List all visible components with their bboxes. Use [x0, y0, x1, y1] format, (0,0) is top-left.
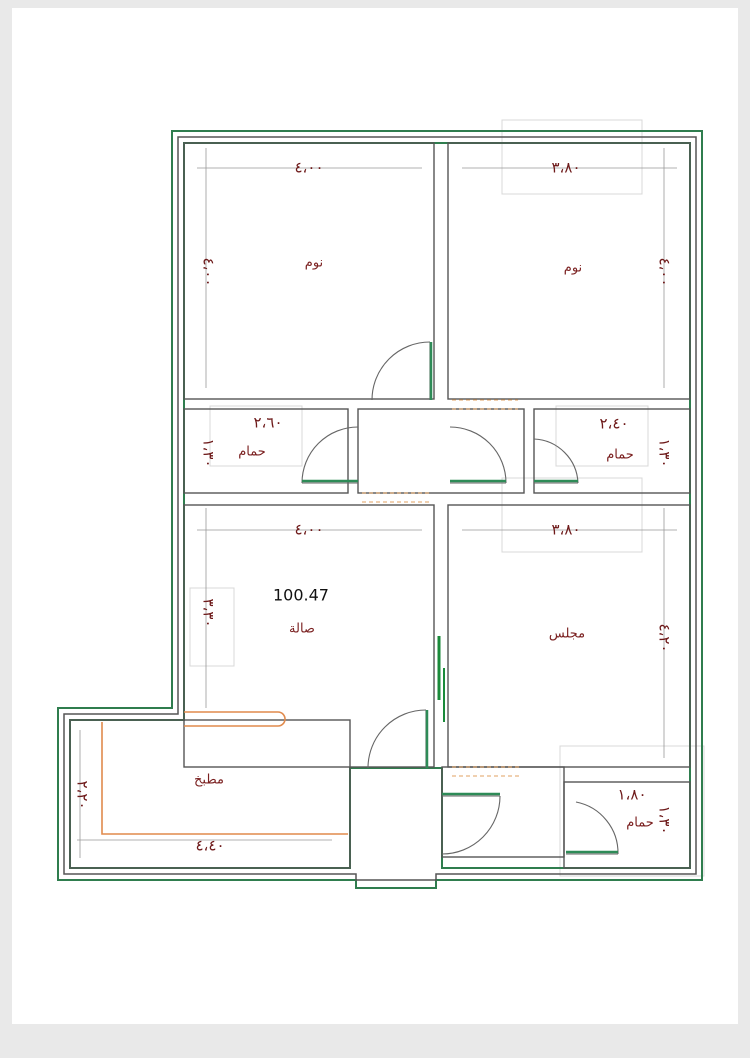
door-bath-left-swing — [301, 426, 359, 484]
reference-frames — [189, 119, 705, 877]
total-area-label: 100.47 — [273, 586, 329, 605]
bath-right-outline — [533, 408, 691, 494]
room-bath-right-label: حمام — [606, 448, 634, 463]
dim-bedroom-right-width: ٣،٨٠ — [551, 159, 580, 177]
kitchen-outline — [69, 719, 351, 869]
dim-bath-right-depth: ١،٣٠ — [656, 438, 674, 467]
outer-wall-line-1 — [57, 130, 703, 889]
dim-kitchen-width: ٤،٤٠ — [195, 837, 224, 855]
dimension-lines — [77, 148, 677, 858]
dim-bath-bottom-width: ١،٨٠ — [617, 786, 646, 804]
door-corridor-swing — [441, 795, 501, 855]
bedroom-left-outline — [183, 142, 435, 400]
door-frames — [302, 342, 618, 854]
dim-bath-left-width: ٢،٦٠ — [253, 414, 282, 432]
door-bedroom-left-swing — [371, 341, 431, 401]
room-bath-bottom-label: حمام — [626, 816, 654, 831]
outer-wall-line-2 — [63, 136, 697, 881]
bedroom-right-outline — [447, 142, 691, 400]
hall-outline — [183, 504, 435, 768]
corridor-outline — [441, 766, 565, 858]
dim-hall-width: ٤،٠٠ — [294, 521, 323, 539]
dim-majlis-width: ٣،٨٠ — [551, 521, 580, 539]
door-bath-bottom-swing — [575, 801, 619, 855]
room-bedroom-right-label: نوم — [564, 261, 582, 276]
bath-left-outline — [183, 408, 349, 494]
majlis-outline — [447, 504, 691, 768]
room-kitchen-label: مطبخ — [194, 773, 224, 788]
room-outlines — [69, 142, 691, 869]
room-bath-left-label: حمام — [238, 445, 266, 460]
door-hall-swing — [367, 709, 427, 769]
kitchen-counter — [101, 711, 348, 835]
dim-bedroom-left-width: ٤،٠٠ — [294, 159, 323, 177]
door-bath-right-swing — [533, 438, 579, 484]
dim-bedroom-left-depth: ٤،٠٠ — [200, 257, 218, 286]
dim-bath-bottom-depth: ١،٣٠ — [656, 805, 674, 834]
floor-plan: نوم نوم حمام حمام صالة مجلس مطبخ حمام 10… — [57, 119, 705, 889]
dim-hall-depth: ٣،٣٠ — [200, 598, 218, 627]
outer-walls — [57, 130, 703, 889]
dim-bath-right-width: ٢،٤٠ — [599, 415, 628, 433]
lobby-outline — [357, 408, 525, 494]
door-lobby-right-swing — [449, 426, 507, 484]
wall-openings — [362, 399, 520, 777]
plan-sheet: نوم نوم حمام حمام صالة مجلس مطبخ حمام 10… — [12, 8, 738, 1024]
dim-kitchen-depth: ٢،٢٠ — [74, 780, 92, 809]
dim-bath-left-depth: ١،٣٠ — [200, 438, 218, 467]
dim-bedroom-right-depth: ٤،٠٠ — [656, 257, 674, 286]
room-majlis-label: مجلس — [549, 627, 585, 642]
room-bedroom-left-label: نوم — [305, 256, 323, 271]
dim-majlis-depth: ٤،٢٠ — [656, 623, 674, 652]
room-hall-label: صالة — [289, 622, 315, 637]
